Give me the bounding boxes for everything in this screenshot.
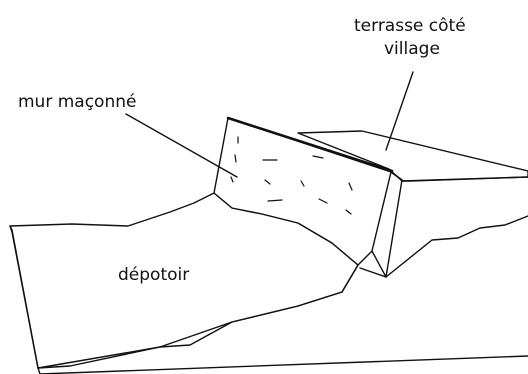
dump-slope-profile bbox=[37, 264, 359, 369]
dump-base-line bbox=[37, 355, 528, 374]
dump-left-face bbox=[9, 225, 39, 369]
dump-label: dépotoir bbox=[118, 265, 189, 285]
terrace-label-line2: village bbox=[384, 39, 440, 59]
terrace-leader-line bbox=[385, 71, 414, 151]
dump-lower-slope bbox=[359, 267, 387, 278]
wall-leader-line bbox=[125, 113, 238, 178]
dump-right-slope bbox=[385, 215, 528, 278]
terrace-label-line1: terrasse côté bbox=[354, 16, 466, 36]
masonry-wall bbox=[213, 116, 403, 278]
dump-deposit bbox=[9, 192, 528, 374]
wall-top-edge bbox=[226, 116, 394, 173]
wall-label: mur maçonné bbox=[18, 92, 136, 112]
terrace-edge bbox=[401, 176, 528, 182]
wall-side-top bbox=[390, 171, 403, 181]
wall-stone-hatching bbox=[230, 136, 353, 215]
